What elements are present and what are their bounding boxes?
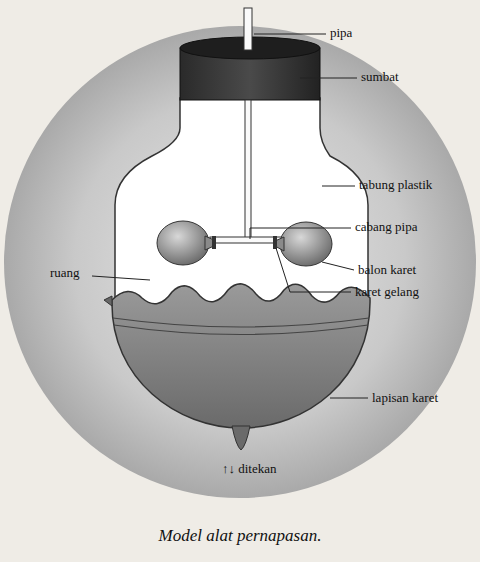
part-label: ↑↓ ditekan bbox=[222, 462, 277, 476]
leader-line bbox=[322, 262, 354, 270]
leader-line bbox=[276, 248, 351, 292]
right-rubber-band bbox=[273, 236, 277, 249]
part-label: pipa bbox=[330, 26, 352, 40]
leader-line bbox=[322, 186, 355, 187]
part-label: tabung plastik bbox=[359, 178, 432, 192]
pipe-inner bbox=[245, 100, 251, 240]
plastic-bottle bbox=[115, 98, 368, 305]
part-label: balon karet bbox=[358, 263, 416, 277]
part-label: ruang bbox=[50, 266, 80, 280]
figure-caption: Model alat pernapasan. bbox=[159, 526, 322, 546]
right-balloon bbox=[280, 222, 332, 266]
background-circle bbox=[4, 26, 476, 498]
leader-line bbox=[250, 228, 351, 239]
leader-line bbox=[330, 398, 368, 399]
leader-lines bbox=[92, 34, 368, 398]
sheet-knob bbox=[232, 426, 250, 450]
sheet-band bbox=[114, 325, 368, 335]
part-label: lapisan karet bbox=[372, 391, 438, 405]
part-label: sumbat bbox=[361, 70, 399, 84]
pipe bbox=[244, 8, 252, 50]
part-label: cabang pipa bbox=[355, 220, 417, 234]
sheet-tab bbox=[104, 296, 112, 306]
rubber-sheet bbox=[112, 284, 370, 428]
leader-line bbox=[92, 276, 150, 280]
leader-line bbox=[300, 78, 357, 79]
left-rubber-band bbox=[212, 236, 216, 249]
leader-line bbox=[254, 34, 326, 35]
left-balloon bbox=[157, 221, 209, 265]
part-label: karet gelang bbox=[355, 285, 419, 299]
sheet-band bbox=[113, 318, 369, 327]
